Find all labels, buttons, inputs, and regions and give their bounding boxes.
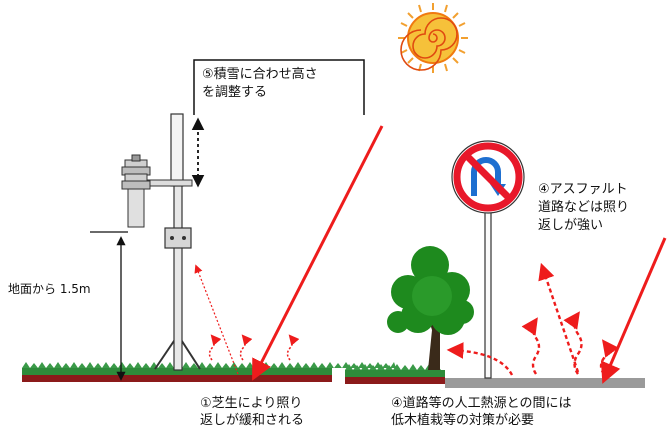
asphalt-note-line3: 返しが強い xyxy=(538,218,604,233)
lawn-reflection-arrows xyxy=(194,264,300,375)
sunlight-ray-left xyxy=(252,125,384,381)
height-adjust-label-line2: を調整する xyxy=(202,85,268,100)
buffer-note-line1: ④道路等の人工熱源との間には xyxy=(391,396,572,411)
height-value-label: 地面から 1.5m xyxy=(8,282,91,296)
weather-station-icon xyxy=(121,113,201,371)
asphalt-reflection-arrows xyxy=(446,262,619,376)
tree-icon xyxy=(387,246,474,370)
lawn-note-line1: ①芝生により照り xyxy=(200,396,303,411)
height-adjust-bracket xyxy=(191,59,365,188)
sunlight-ray-right xyxy=(600,237,667,384)
lawn-note-line2: 返しが緩和される xyxy=(200,413,305,428)
asphalt-note-line2: 道路などは照り xyxy=(538,200,630,215)
sun-icon xyxy=(398,3,468,73)
asphalt-road xyxy=(445,378,645,388)
height-dimension xyxy=(90,231,128,381)
lawn-ground xyxy=(22,362,396,382)
asphalt-note-line1: ④アスファルト xyxy=(538,182,628,197)
no-u-turn-sign-icon xyxy=(451,140,525,379)
buffer-note-line2: 低木植栽等の対策が必要 xyxy=(391,413,535,428)
height-adjust-label-line1: ⑤積雪に合わせ高さ xyxy=(202,67,318,82)
